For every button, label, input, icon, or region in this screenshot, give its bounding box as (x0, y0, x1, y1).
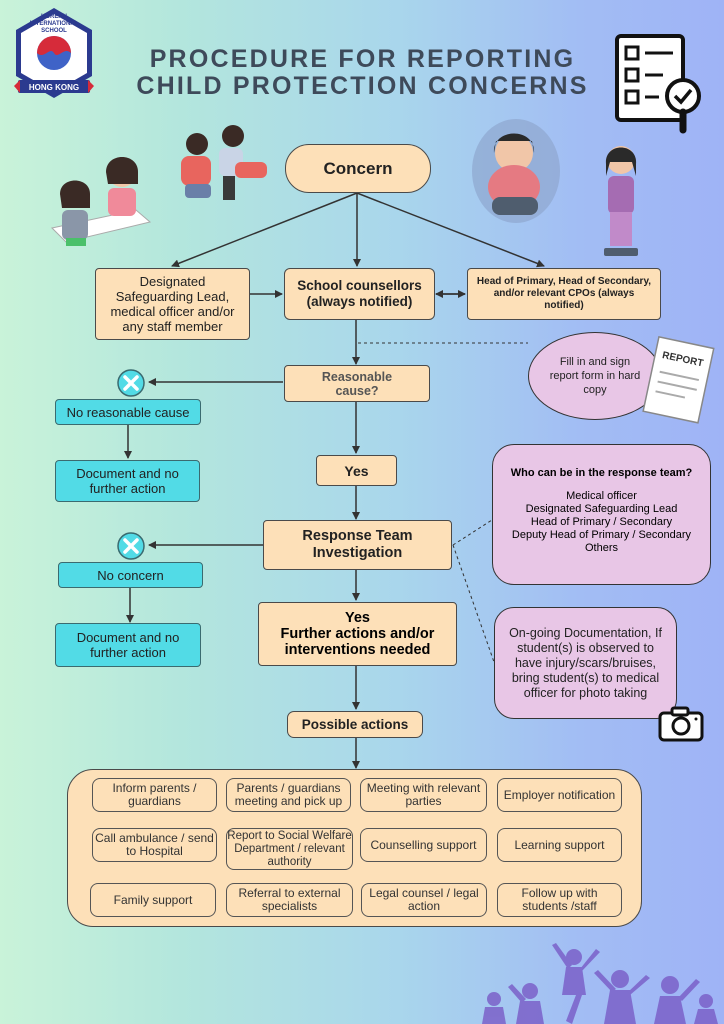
possible-actions-label: Possible actions (287, 711, 423, 738)
concern-box: Concern (285, 144, 431, 193)
action-item: Meeting with relevant parties (360, 778, 487, 812)
action-item: Learning support (497, 828, 622, 862)
ongoing-documentation-box: On-going Documentation, If student(s) is… (494, 607, 677, 719)
team-member: Deputy Head of Primary / Secondary (511, 529, 692, 541)
sad-student-illustration (472, 119, 560, 223)
response-team-info: Who can be in the response team? Medical… (492, 444, 711, 585)
logo-top-text: KOREAN INTERNATIONAL SCHOOL (29, 14, 79, 34)
further-actions-label: Further actions and/or interventions nee… (280, 626, 435, 658)
team-member: Head of Primary / Secondary (530, 516, 673, 528)
school-counsellors-box: School counsellors (always notified) (284, 268, 435, 320)
action-item: Legal counsel / legal action (361, 883, 487, 917)
report-paper-icon: REPORT (642, 336, 715, 424)
camera-icon (658, 706, 704, 742)
no-concern-box: No concern (58, 562, 203, 588)
action-item: Referral to external specialists (226, 883, 353, 917)
further-actions-box: Yes Further actions and/or interventions… (258, 602, 457, 666)
counselling-illustration (50, 157, 152, 246)
action-item: Family support (90, 883, 216, 917)
report-form-oval: Fill in and sign report form in hard cop… (528, 332, 662, 420)
action-item: Inform parents / guardians (92, 778, 217, 812)
response-team-heading: Who can be in the response team? (510, 467, 693, 479)
document-no-action-box-1: Document and no further action (55, 460, 200, 502)
team-member: Medical officer (566, 490, 637, 502)
action-item: Counselling support (360, 828, 487, 862)
team-member: Designated Safeguarding Lead (525, 503, 678, 515)
no-reasonable-cause-box: No reasonable cause (55, 399, 201, 425)
page-title: PROCEDURE FOR REPORTING CHILD PROTECTION… (100, 46, 625, 100)
document-no-action-box-2: Document and no further action (55, 623, 201, 667)
title-line-1: PROCEDURE FOR REPORTING (149, 45, 576, 73)
school-logo: HONG KONG (14, 8, 94, 98)
reasonable-cause-box: Reasonable cause? (284, 365, 430, 402)
logo-banner-text: HONG KONG (29, 83, 79, 92)
action-item: Employer notification (497, 778, 622, 812)
further-yes-label: Yes (345, 610, 370, 626)
response-team-box: Response Team Investigation (263, 520, 452, 570)
action-item: Parents / guardians meeting and pick up (226, 778, 351, 812)
magnifier-check-icon (665, 78, 701, 134)
designated-staff-box: Designated Safeguarding Lead, medical of… (95, 268, 250, 340)
action-item: Report to Social Welfare Department / re… (226, 828, 353, 870)
celebrating-silhouettes (482, 943, 718, 1024)
standing-girl-illustration (604, 146, 638, 256)
checklist-icon (615, 34, 701, 134)
team-member: Others (584, 542, 618, 554)
action-item: Call ambulance / send to Hospital (92, 828, 217, 862)
cross-circle-icon (117, 369, 145, 397)
heads-cpo-box: Head of Primary, Head of Secondary, and/… (467, 268, 661, 320)
cross-circle-icon (117, 532, 145, 560)
title-line-2: CHILD PROTECTION CONCERNS (136, 72, 589, 100)
yes-box: Yes (316, 455, 397, 486)
comforting-illustration (181, 125, 267, 200)
action-item: Follow up with students /staff (497, 883, 622, 917)
